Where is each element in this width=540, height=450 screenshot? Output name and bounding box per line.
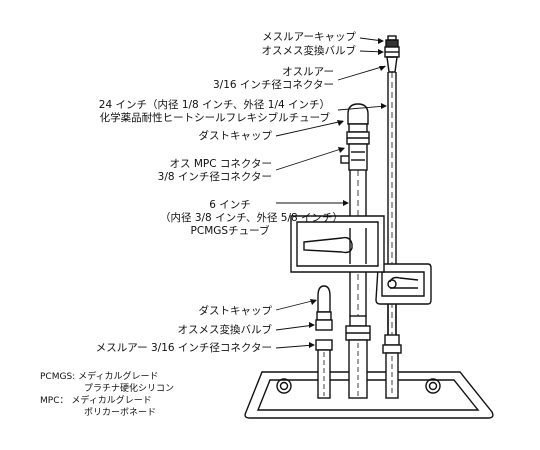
label-dust-cap-top: ダストキャップ (198, 130, 273, 142)
label-male-luer-cap: メスルアーキャップ (262, 31, 356, 43)
note-pcmgs: PCMGS: メディカルグレード プラチナ硬化シリコン (40, 371, 174, 395)
label-mpc-connector: オス MPC コネクター 3/8 インチ径コネクター (158, 158, 272, 184)
pinch-clamp (290, 215, 385, 273)
note-pcmgs-abbr: PCMGS: (40, 372, 76, 382)
left-dust-cap-part (317, 285, 331, 313)
label-male-luer-connector-line2: 3/16 インチ径コネクター (213, 79, 334, 91)
label-dust-cap-bottom: ダストキャップ (198, 305, 273, 317)
port-ring-right (425, 378, 441, 394)
label-tube-24: 24 インチ（内径 1/8 インチ、外径 1/4 インチ） 化学薬品耐性ヒートシ… (99, 99, 330, 125)
center-connector-stack (345, 315, 371, 399)
label-tube-6-line2: （内径 3/8 インチ、外径 5/8 インチ） (160, 212, 344, 224)
dust-cap-part (347, 103, 369, 125)
right-connector-stack (382, 334, 402, 399)
label-tube-6: 6 インチ （内径 3/8 インチ、外径 5/8 インチ） PCMGSチューブ (160, 199, 344, 238)
label-valve-bottom: オスメス変換バルブ (177, 324, 273, 336)
note-pcmgs-line1: メディカルグレード (78, 372, 159, 382)
top-valve-part (384, 46, 400, 58)
label-valve-top: オスメス変換バルブ (261, 45, 357, 57)
label-mpc-connector-line1: オス MPC コネクター (169, 158, 272, 170)
label-male-luer-connector-line1: オスルアー (282, 66, 334, 78)
male-luer-connector-part (386, 56, 398, 73)
label-male-luer-connector: オスルアー 3/16 インチ径コネクター (213, 66, 334, 92)
mpc-connector-part (340, 123, 370, 171)
label-mpc-connector-line2: 3/8 インチ径コネクター (157, 171, 272, 183)
left-valve-part (315, 311, 333, 331)
note-mpc-line2: ポリカーボネード (84, 408, 157, 418)
label-tube-24-line2: 化学薬品耐性ヒートシールフレキシブルチューブ (99, 112, 330, 124)
label-female-luer-connector: メスルアー 3/16 インチ径コネクター (95, 342, 272, 354)
label-tube-6-line3: PCMGSチューブ (190, 225, 270, 237)
note-mpc: MPC： メディカルグレード ポリカーボネード (40, 395, 156, 419)
leader-lines (275, 37, 387, 349)
male-luer-cap-part (385, 35, 399, 48)
left-connector-part (315, 339, 333, 399)
leader-arrowheads (309, 38, 387, 348)
note-pcmgs-line2: プラチナ硬化シリコン (84, 384, 175, 394)
label-tube-24-line1: 24 インチ（内径 1/8 インチ、外径 1/4 インチ） (98, 99, 330, 111)
note-mpc-line1: メディカルグレード (71, 396, 152, 406)
note-mpc-abbr: MPC： (40, 396, 69, 406)
label-tube-6-line1: 6 インチ (209, 199, 251, 211)
port-ring-left (276, 378, 292, 394)
